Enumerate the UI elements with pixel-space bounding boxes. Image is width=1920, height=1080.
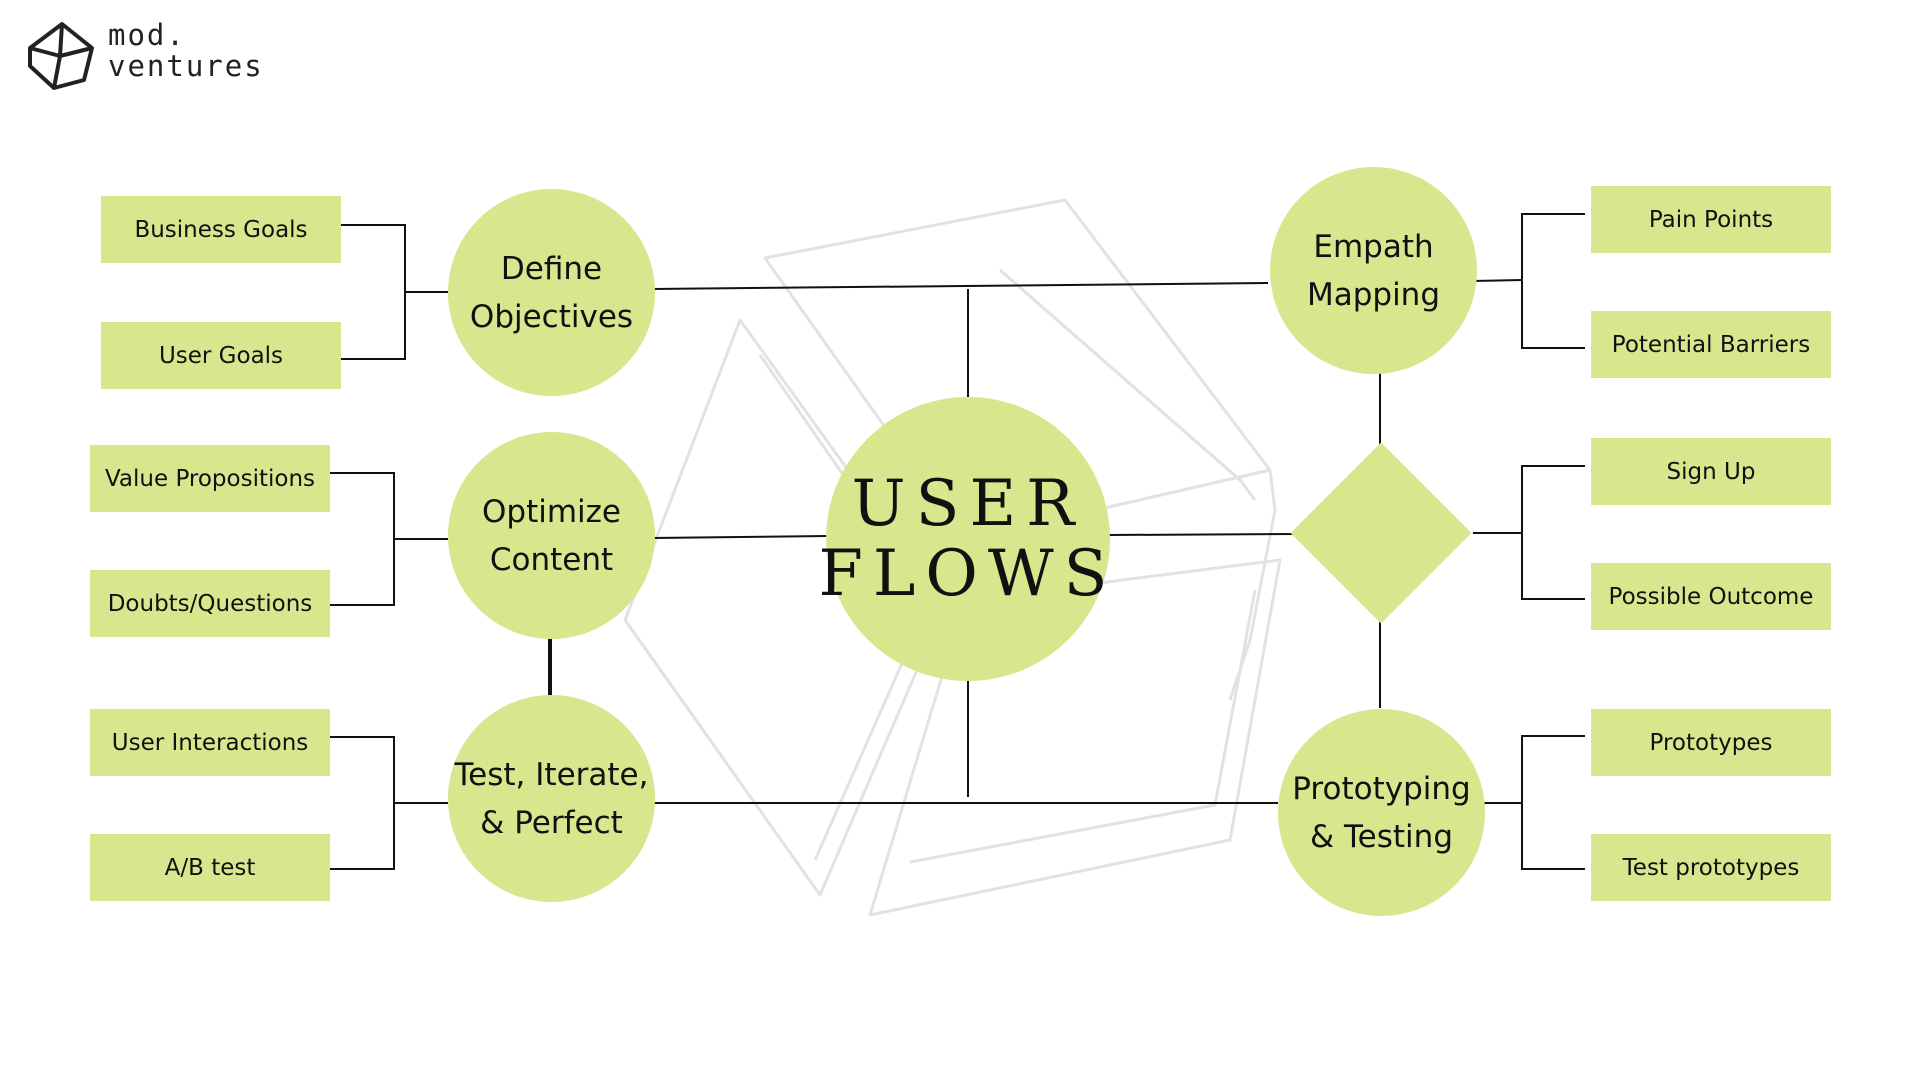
cube-outline-icon	[28, 22, 94, 90]
brand-name: mod. ventures	[108, 20, 264, 82]
node-optimize-content: Optimize Content	[448, 432, 655, 639]
box-test-prototypes: Test prototypes	[1591, 834, 1831, 901]
node-define-objectives: Define Objectives	[448, 189, 655, 396]
box-prototypes: Prototypes	[1591, 709, 1831, 776]
node-test-iterate-perfect: Test, Iterate, & Perfect	[448, 695, 655, 902]
box-value-propositions: Value Propositions	[90, 445, 330, 512]
box-pain-points: Pain Points	[1591, 186, 1831, 253]
node-empath-mapping: Empath Mapping	[1270, 167, 1477, 374]
connector-lines	[330, 213, 1585, 870]
brand: mod. ventures	[26, 20, 264, 90]
brand-line-2: ventures	[108, 49, 264, 83]
node-prototyping-testing: Prototyping & Testing	[1278, 709, 1485, 916]
box-user-interactions: User Interactions	[90, 709, 330, 776]
node-user-flows: USER FLOWS	[819, 397, 1110, 681]
box-ab-test: A/B test	[90, 834, 330, 901]
box-sign-up: Sign Up	[1591, 438, 1831, 505]
brand-line-1: mod.	[108, 18, 186, 52]
box-user-goals: User Goals	[101, 322, 341, 389]
box-potential-barriers: Potential Barriers	[1591, 311, 1831, 378]
box-business-goals: Business Goals	[101, 196, 341, 263]
box-doubts-questions: Doubts/Questions	[90, 570, 330, 637]
box-possible-outcome: Possible Outcome	[1591, 563, 1831, 630]
